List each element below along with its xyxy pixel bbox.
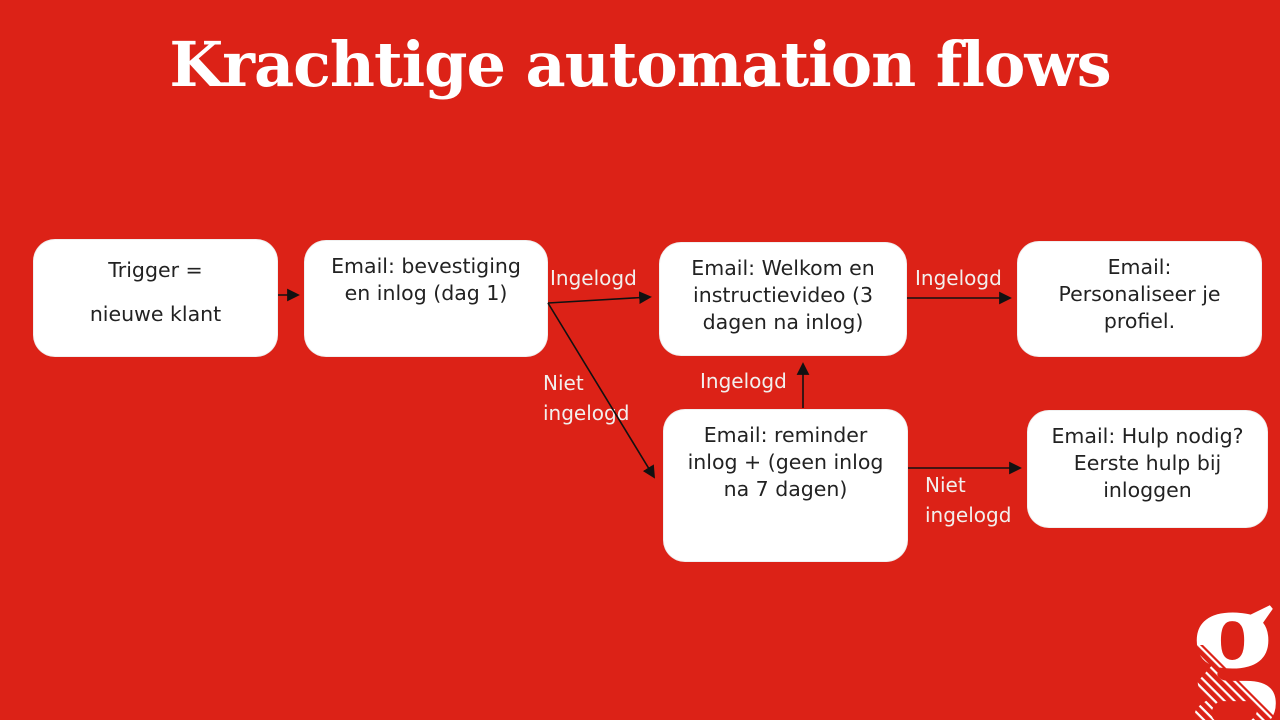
flow-node-bevestiging: Email: bevestiging en inlog (dag 1): [304, 240, 548, 357]
edge-label-ingelogd-3: Ingelogd: [915, 266, 1002, 290]
edge-label-niet-ingelogd-1: Niet ingelogd: [543, 371, 630, 425]
flow-node-welkom: Email: Welkom en instructievideo (3 dage…: [659, 242, 907, 356]
flow-node-hulp: Email: Hulp nodig? Eerste hulp bij inlog…: [1027, 410, 1268, 528]
logo-g: g: [1150, 605, 1280, 720]
flow-node-reminder: Email: reminder inlog + (geen inlog na 7…: [663, 409, 908, 562]
flow-node-personaliseer: Email: Personaliseer je profiel.: [1017, 241, 1262, 357]
slide-title: Krachtige automation flows: [169, 28, 1111, 101]
logo-hatch-overlay: [1150, 645, 1280, 720]
arrow-bevestiging-welkom: [547, 291, 652, 305]
flow-node-trigger: Trigger = nieuwe klant: [33, 239, 278, 357]
edge-label-ingelogd-2: Ingelogd: [700, 369, 787, 393]
edge-label-niet-ingelogd-2: Niet ingelogd: [925, 473, 1012, 527]
edge-label-ingelogd-1: Ingelogd: [550, 266, 637, 290]
